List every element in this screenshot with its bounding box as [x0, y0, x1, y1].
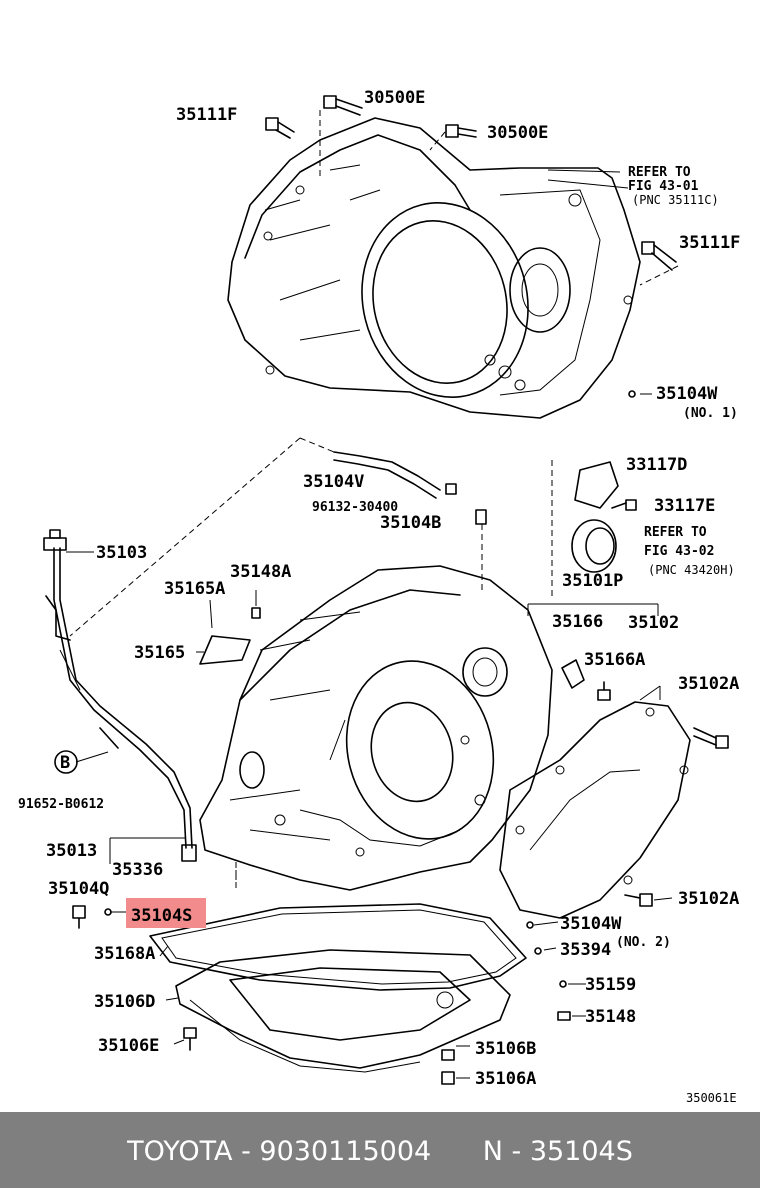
hose-icon	[333, 451, 441, 499]
label-35106b[interactable]: 35106B	[475, 1039, 536, 1059]
label-35166[interactable]: 35166	[552, 612, 603, 632]
refer-note-line-3: (PNC 35111C)	[632, 193, 719, 207]
label-91652-b0612[interactable]: 91652-B0612	[18, 797, 104, 812]
label-35102a[interactable]: 35102A	[678, 674, 739, 694]
bolt-icon	[183, 1027, 197, 1051]
highlight-box	[126, 898, 206, 928]
label-35336[interactable]: 35336	[112, 860, 163, 880]
bolt-icon	[265, 117, 295, 139]
bolt-icon	[72, 905, 86, 929]
bracket-icon	[574, 461, 619, 509]
label-35166a[interactable]: 35166A	[584, 650, 645, 670]
plate-icon	[199, 635, 251, 665]
bolt-icon	[641, 241, 677, 271]
plug-icon	[557, 1011, 571, 1021]
label-35159[interactable]: 35159	[585, 975, 636, 995]
refer-note-2-line-2: FIG 43-02	[644, 544, 714, 559]
bolt-icon	[597, 681, 611, 701]
o-ring-icon	[559, 980, 567, 988]
label-35104v[interactable]: 35104V	[303, 472, 364, 492]
o-ring-icon	[534, 947, 542, 955]
bolt-icon	[693, 727, 729, 749]
bolt-icon	[445, 124, 477, 138]
label-35104w[interactable]: 35104W	[656, 384, 718, 404]
note-no2: (NO. 2)	[616, 935, 671, 950]
part-labels: 30500E 30500E 35111F 35111F REFER TO FIG…	[18, 88, 740, 1105]
label-33117e[interactable]: 33117E	[654, 496, 715, 516]
label-35106d[interactable]: 35106D	[94, 992, 155, 1012]
bolt-icon	[611, 499, 637, 511]
label-35148a[interactable]: 35148A	[230, 562, 291, 582]
bracket-icon	[561, 659, 585, 689]
refer-note-line-2: FIG 43-01	[628, 179, 699, 194]
union-icon	[475, 509, 487, 525]
oil-pan	[175, 949, 511, 1073]
label-35168a[interactable]: 35168A	[94, 944, 155, 964]
plug-icon	[251, 607, 261, 619]
refer-note-line-1: REFER TO	[628, 165, 691, 180]
label-35106a[interactable]: 35106A	[475, 1069, 536, 1089]
label-35013[interactable]: 35013	[46, 841, 97, 861]
label-35165[interactable]: 35165	[134, 643, 185, 663]
refer-note-2-line-1: REFER TO	[644, 525, 707, 540]
label-35111f[interactable]: 35111F	[176, 105, 237, 125]
callout-b-letter: B	[60, 753, 70, 773]
footer-part-info: TOYOTA - 9030115004 N - 35104S	[127, 1136, 633, 1167]
label-35103[interactable]: 35103	[96, 543, 147, 563]
side-cover	[499, 701, 691, 919]
label-35104b[interactable]: 35104B	[380, 513, 441, 533]
label-35104q[interactable]: 35104Q	[48, 879, 109, 899]
label-30500e[interactable]: 30500E	[364, 88, 425, 108]
label-35102[interactable]: 35102	[628, 613, 679, 633]
dipstick	[43, 529, 197, 862]
label-30500e[interactable]: 30500E	[487, 123, 548, 143]
plug-icon	[441, 1049, 455, 1061]
note-no1: (NO. 1)	[683, 406, 738, 421]
plug-icon	[526, 921, 534, 929]
bolt-icon	[441, 1071, 455, 1085]
seal-icon	[571, 519, 617, 573]
label-35101p[interactable]: 35101P	[562, 571, 623, 591]
footer-bar: TOYOTA - 9030115004 N - 35104S	[0, 1112, 760, 1188]
label-35165a[interactable]: 35165A	[164, 579, 225, 599]
label-35102a[interactable]: 35102A	[678, 889, 739, 909]
label-35148[interactable]: 35148	[585, 1007, 636, 1027]
refer-note-2-line-3: (PNC 43420H)	[648, 563, 735, 577]
clamp-icon	[445, 483, 457, 495]
label-33117d[interactable]: 33117D	[626, 455, 687, 475]
label-35394[interactable]: 35394	[560, 940, 611, 960]
label-35104s-highlighted[interactable]: 35104S	[131, 906, 192, 926]
transaxle-housing-lower	[199, 565, 553, 891]
plug-icon	[628, 390, 636, 398]
label-35104w[interactable]: 35104W	[560, 914, 622, 934]
label-96132-30400[interactable]: 96132-30400	[312, 500, 398, 515]
oil-pan-gasket	[149, 903, 527, 991]
transaxle-housing-upper	[227, 117, 641, 419]
bolt-icon	[323, 95, 363, 116]
label-35106e[interactable]: 35106E	[98, 1036, 159, 1056]
label-35111f[interactable]: 35111F	[679, 233, 740, 253]
bolt-icon	[624, 893, 653, 907]
parts-diagram: 30500E 30500E 35111F 35111F REFER TO FIG…	[18, 88, 740, 1105]
figure-code: 350061E	[686, 1091, 737, 1105]
